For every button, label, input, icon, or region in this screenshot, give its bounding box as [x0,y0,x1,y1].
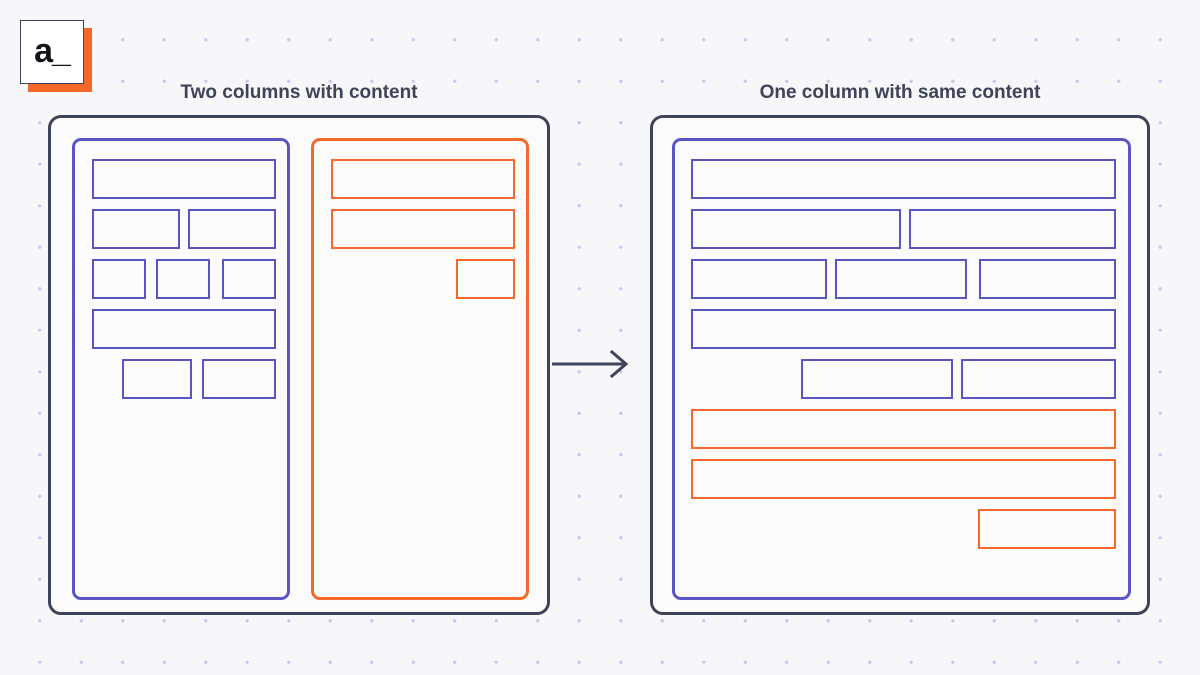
content-block [691,159,1116,199]
content-block [909,209,1116,249]
content-block [188,209,276,249]
content-block [835,259,967,299]
left-column-purple [72,138,290,600]
content-block [156,259,210,299]
content-block [979,259,1116,299]
content-block [456,259,515,299]
right-column-merged [672,138,1131,600]
content-block [122,359,192,399]
content-block [691,459,1116,499]
content-block [691,209,901,249]
content-block [691,259,827,299]
logo-face: a_ [20,20,84,84]
logo-text: a_ [34,32,71,70]
content-block [222,259,276,299]
content-block [961,359,1116,399]
transform-arrow [552,349,629,379]
left-column-orange [311,138,529,600]
content-block [331,209,515,249]
left-panel-title: Two columns with content [180,82,418,103]
content-block [978,509,1116,549]
content-block [92,259,146,299]
content-block [691,309,1116,349]
content-block [691,409,1116,449]
right-panel [650,115,1150,615]
content-block [92,209,180,249]
content-block [801,359,953,399]
content-block [331,159,515,199]
content-block [92,159,276,199]
content-block [202,359,276,399]
right-panel-title: One column with same content [759,82,1041,103]
brand-logo: a_ [20,20,92,92]
content-block [92,309,276,349]
left-panel [48,115,550,615]
